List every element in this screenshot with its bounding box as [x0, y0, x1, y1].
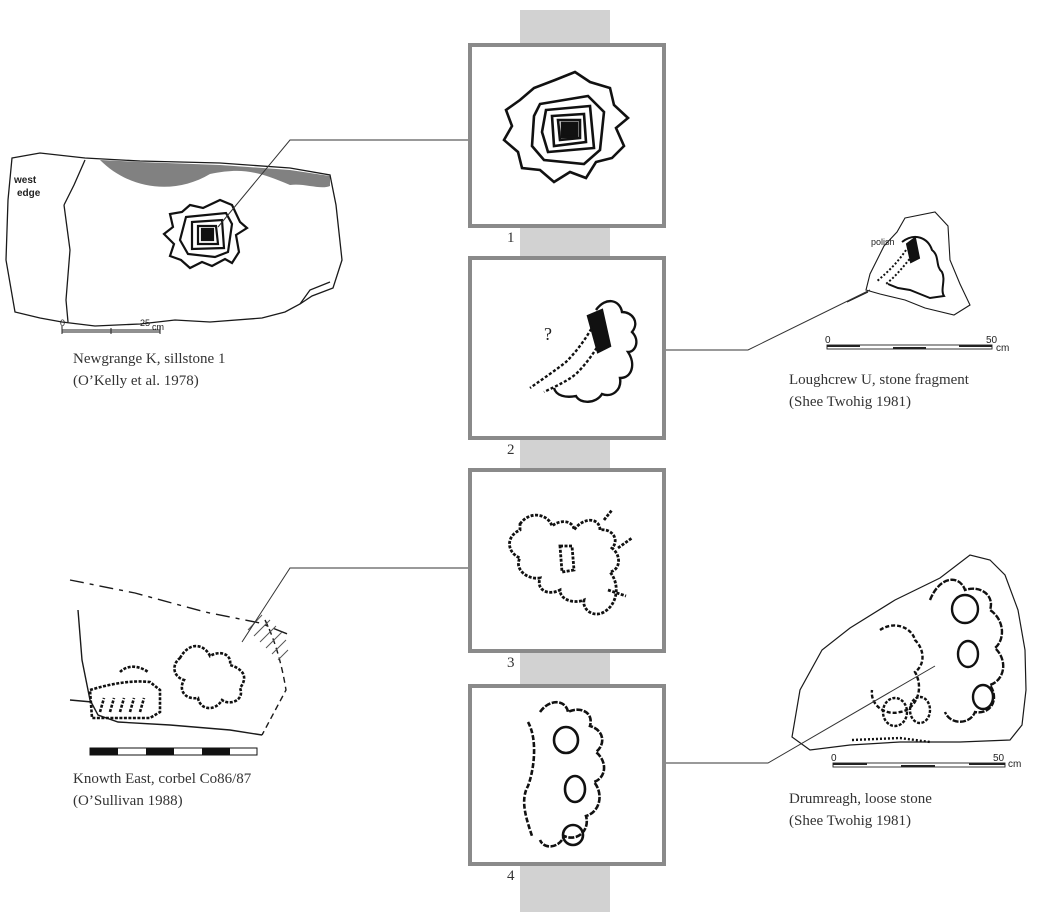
panel-4	[468, 684, 666, 866]
loughcrew-caption-title: Loughcrew U, stone fragment	[789, 372, 969, 388]
leader-line-3	[241, 567, 471, 643]
leader-line-4	[665, 665, 936, 764]
newgrange-carving	[162, 198, 249, 270]
drumreagh-carving	[851, 578, 1005, 744]
newgrange-caption-title: Newgrange K, sillstone 1	[73, 351, 226, 367]
newgrange-stone-drawing	[5, 152, 343, 327]
knowth-caption: Knowth East, corbel Co86/87 (O’Sullivan …	[73, 768, 251, 812]
drumreagh-caption-title: Drumreagh, loose stone	[789, 791, 932, 807]
loughcrew-scale-unit: cm	[996, 343, 1009, 354]
loughcrew-stone-drawing	[846, 211, 971, 316]
panel-2-number: 2	[507, 442, 515, 458]
drumreagh-scale-zero: 0	[831, 753, 837, 764]
panel-1-number: 1	[507, 230, 515, 246]
loughcrew-scale-zero: 0	[825, 335, 831, 346]
newgrange-edge-label: edge	[17, 188, 41, 199]
knowth-caption-citation: (O’Sullivan 1988)	[73, 793, 183, 809]
panel-4-number: 4	[507, 868, 515, 884]
drumreagh-scale-end: 50	[993, 753, 1005, 764]
leader-lines	[217, 139, 936, 764]
panel-2-frame	[468, 256, 666, 440]
newgrange-scale-end: 25	[140, 318, 150, 328]
knowth-scale-bar	[89, 747, 258, 756]
panel-2: ?	[468, 256, 666, 440]
panel-3-carving	[508, 509, 633, 616]
drumreagh-scale-bar	[832, 762, 1006, 768]
newgrange-scale-zero: 0	[60, 318, 65, 328]
panel-3-frame	[468, 468, 666, 653]
panel-1-carving	[502, 70, 630, 184]
loughcrew-scale-end: 50	[986, 335, 998, 346]
loughcrew-polish-label: polish	[871, 237, 895, 247]
panel-4-carving	[522, 700, 606, 848]
knowth-caption-title: Knowth East, corbel Co86/87	[73, 771, 252, 787]
newgrange-west-label: west	[13, 175, 37, 186]
panel-4-frame	[468, 684, 666, 866]
knowth-carving	[88, 644, 246, 720]
panel-2-carving	[529, 300, 638, 403]
drumreagh-stone-drawing	[791, 554, 1027, 751]
loughcrew-caption-citation: (Shee Twohig 1981)	[789, 394, 911, 410]
newgrange-scale-unit: cm	[152, 322, 164, 332]
panel-3	[468, 468, 666, 653]
loughcrew-caption: Loughcrew U, stone fragment (Shee Twohig…	[789, 369, 969, 413]
panel-2-query-mark: ?	[544, 324, 552, 344]
knowth-hatching	[247, 614, 289, 661]
newgrange-caption: Newgrange K, sillstone 1 (O’Kelly et al.…	[73, 348, 225, 392]
drumreagh-scale-unit: cm	[1008, 759, 1021, 770]
drumreagh-caption-citation: (Shee Twohig 1981)	[789, 813, 911, 829]
panel-3-number: 3	[507, 655, 515, 671]
loughcrew-carving	[875, 235, 946, 300]
newgrange-caption-citation: (O’Kelly et al. 1978)	[73, 373, 199, 389]
newgrange-scale-bar	[61, 326, 161, 334]
newgrange-hatching	[100, 160, 330, 188]
panel-1	[468, 43, 666, 228]
loughcrew-scale-bar	[826, 344, 993, 350]
leader-line-2	[665, 289, 871, 351]
drumreagh-caption: Drumreagh, loose stone (Shee Twohig 1981…	[789, 788, 932, 832]
leader-line-1	[217, 139, 471, 228]
